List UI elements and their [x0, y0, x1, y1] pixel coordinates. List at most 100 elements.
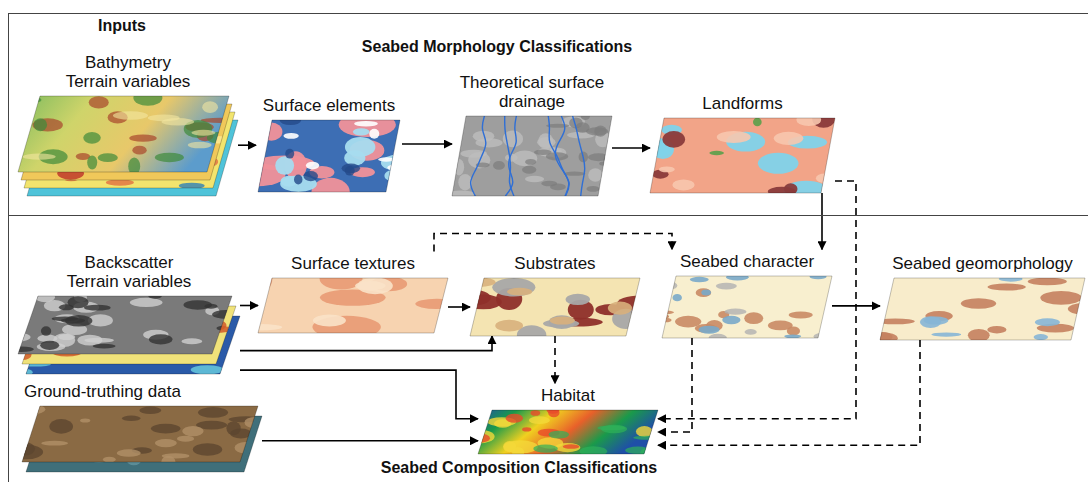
raster-fill	[626, 110, 835, 202]
raster-fill	[653, 310, 674, 314]
dashed-arrow	[554, 336, 556, 383]
raster-fill	[258, 278, 448, 333]
raster-fill	[215, 151, 241, 158]
raster-fill	[492, 278, 535, 296]
raster-fill	[717, 131, 751, 143]
raster-fill	[285, 149, 294, 159]
raster-fill	[549, 315, 575, 329]
raster-fill	[18, 96, 229, 172]
raster-fill	[533, 445, 557, 453]
raster-fill	[132, 146, 146, 155]
raster-fill	[231, 112, 419, 205]
raster-fill	[608, 301, 632, 314]
raster-fill	[699, 326, 720, 334]
raster-fill	[98, 153, 118, 162]
raster-fill	[35, 292, 55, 302]
raster-fill	[49, 419, 73, 434]
raster-fill	[18, 296, 232, 354]
layer-label: Backscatter Terrain variables	[62, 253, 197, 292]
raster-fill	[133, 90, 162, 106]
raster-fill	[113, 111, 148, 120]
raster-fill	[1035, 318, 1060, 326]
raster-fill	[550, 317, 575, 325]
raster-fill	[6, 333, 31, 342]
raster-fill	[586, 186, 599, 192]
raster-fill	[294, 175, 303, 185]
layer-node: Surface textures	[258, 251, 448, 333]
raster-fill	[93, 344, 116, 349]
raster-fill	[659, 167, 675, 173]
raster-fill	[449, 277, 663, 345]
raster-fill	[235, 442, 256, 454]
raster-fill	[525, 159, 536, 165]
layer-node: Theoretical surface drainage	[452, 70, 612, 196]
raster-layer	[258, 278, 448, 333]
raster-fill	[588, 153, 609, 161]
raster-fill	[522, 166, 536, 174]
dashed-arrow	[658, 340, 920, 445]
raster-fill	[548, 116, 569, 196]
layer-label: Surface elements	[258, 96, 400, 116]
raster-fill	[774, 132, 804, 145]
raster-layer	[662, 276, 832, 338]
raster-fill	[237, 266, 458, 338]
raster-fill	[495, 320, 523, 332]
raster-fill	[8, 404, 264, 467]
raster-fill	[716, 283, 737, 290]
raster-fill	[462, 277, 496, 286]
raster-fill	[726, 274, 749, 281]
raster-fill	[6, 292, 244, 354]
flow-arrow	[238, 144, 256, 146]
raster-fill	[415, 299, 458, 309]
raster-fill	[999, 276, 1023, 281]
raster-fill	[534, 149, 552, 155]
raster-fill	[662, 276, 832, 338]
layer-node: Seabed geomorphology	[880, 251, 1085, 340]
raster-fill	[522, 427, 531, 431]
raster-fill	[65, 315, 92, 327]
raster-layer	[470, 278, 640, 336]
layer-node: Ground-truthing data	[22, 379, 262, 472]
raster-fill	[625, 447, 650, 454]
raster-fill	[454, 159, 464, 176]
raster-fill	[640, 447, 662, 458]
dashed-arrow	[658, 338, 692, 432]
raster-fill	[22, 406, 258, 462]
raster-fill	[9, 346, 34, 351]
raster-fill	[151, 424, 181, 434]
raster-fill	[117, 449, 141, 457]
raster-fill	[580, 446, 608, 456]
raster-fill	[465, 294, 502, 309]
raster-fill	[369, 129, 379, 139]
raster-fill	[462, 406, 663, 458]
raster-fill	[530, 410, 540, 416]
raster-fill	[191, 130, 215, 136]
raster-layer	[22, 406, 262, 472]
raster-fill	[525, 176, 544, 183]
raster-fill	[493, 161, 505, 170]
raster-fill	[597, 426, 625, 431]
flow-arrow	[832, 305, 880, 307]
raster-fill	[258, 120, 400, 192]
raster-fill	[345, 166, 355, 175]
layer-node: Habitat	[478, 383, 658, 454]
raster-fill	[435, 113, 615, 198]
raster-fill	[89, 96, 109, 108]
raster-fill	[478, 410, 658, 454]
raster-fill	[41, 326, 51, 335]
raster-fill	[665, 282, 678, 290]
raster-fill	[566, 294, 590, 305]
raster-fill	[796, 114, 821, 126]
raster-fill	[458, 174, 472, 191]
raster-fill	[6, 292, 244, 354]
raster-layer	[478, 410, 658, 454]
dashed-arrow	[434, 233, 672, 251]
flow-arrow	[240, 305, 258, 307]
raster-fill	[863, 276, 1088, 344]
raster-fill	[87, 155, 97, 169]
raster-fill	[59, 304, 74, 310]
raster-fill	[177, 436, 194, 442]
raster-fill	[672, 180, 694, 191]
raster-fill	[537, 137, 555, 148]
raster-fill	[193, 443, 222, 456]
